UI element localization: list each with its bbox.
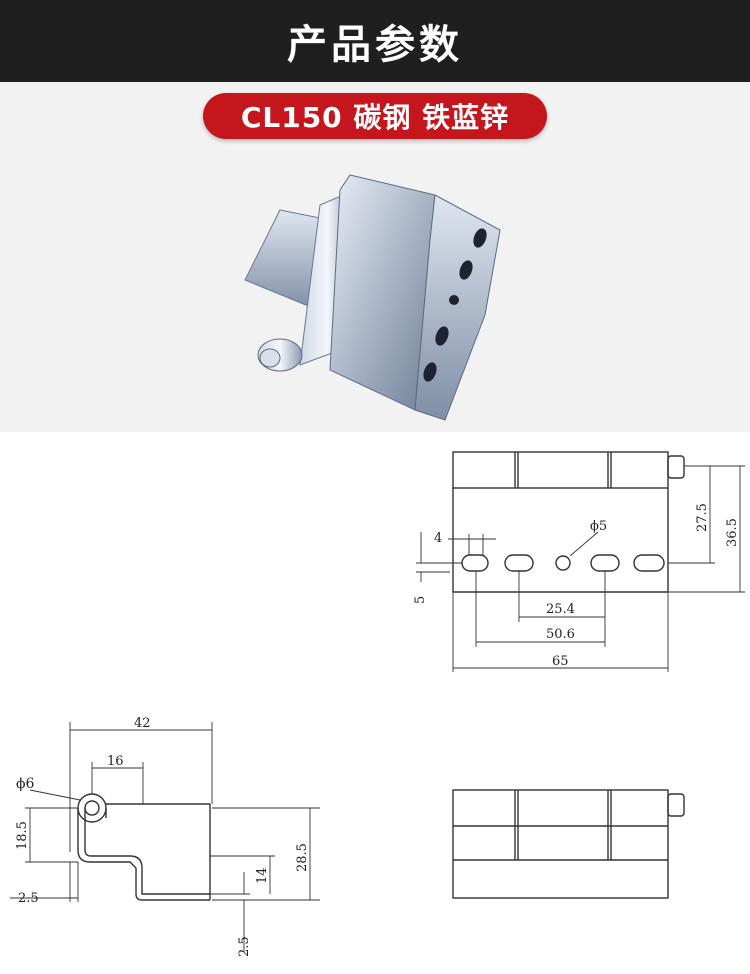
- dim-hole-dia: ϕ5: [590, 519, 607, 534]
- dim-pin-offset: 16: [107, 754, 124, 769]
- dim-edge-offset: 5: [413, 596, 428, 604]
- model-badge-label: CL150 碳钢 铁蓝锌: [240, 101, 510, 134]
- dim-thickness: 2.5: [18, 891, 39, 906]
- model-badge: CL150 碳钢 铁蓝锌: [203, 93, 547, 139]
- dim-height-inner: 27.5: [695, 503, 710, 532]
- dim-total-height: 28.5: [295, 843, 310, 872]
- dim-side-width: 42: [134, 716, 151, 731]
- dim-step: 14: [255, 867, 270, 884]
- dim-total-width: 65: [552, 654, 569, 669]
- dim-slot-width: 4: [434, 531, 442, 546]
- dim-spacing-inner: 25.4: [546, 602, 575, 617]
- page-header: 产品参数: [0, 0, 750, 82]
- dim-left-height: 18.5: [15, 821, 30, 850]
- dim-pin-dia: ϕ6: [16, 776, 35, 792]
- hinge-product-image: [244, 174, 501, 421]
- page-title: 产品参数: [287, 22, 463, 68]
- dim-spacing-outer: 50.6: [546, 627, 575, 642]
- technical-drawing: 4 ϕ5 5 25.4 50.6 65 27.5 36.5 42 16 ϕ6 1…: [10, 451, 745, 957]
- dim-height-total: 36.5: [725, 518, 740, 547]
- dim-bottom-thickness: 2.5: [237, 936, 252, 957]
